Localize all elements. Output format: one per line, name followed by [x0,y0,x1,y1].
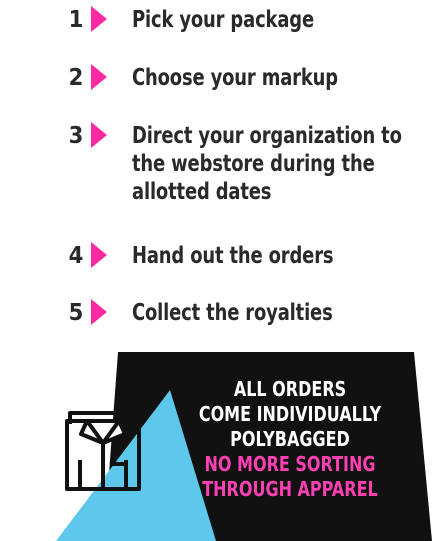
polybag-banner: ALL ORDERS COME INDIVIDUALLY POLYBAGGED … [0,352,432,541]
step-line: the webstore during the [132,151,375,177]
banner-highlight-line: THROUGH APPAREL [202,477,378,501]
step-line: Collect the royalties [132,300,333,326]
pink-arrow-icon [91,64,107,90]
banner-text: ALL ORDERS COME INDIVIDUALLY POLYBAGGED … [178,377,402,502]
pink-arrow-icon [91,6,107,32]
pink-arrow-icon [91,242,107,268]
step-number: 1 [68,7,84,33]
pink-arrow-icon [91,299,107,325]
step-text: Direct your organization to the webstore… [132,122,402,206]
folded-shirt-icon [65,411,141,491]
banner-line: POLYBAGGED [230,427,350,451]
step-text: Choose your markup [132,64,366,92]
banner-line: COME INDIVIDUALLY [198,402,382,426]
pink-arrow-icon [91,122,107,148]
step-line: allotted dates [132,179,272,205]
step-text: Collect the royalties [132,299,366,327]
step-text: Pick your package [132,6,366,34]
step-number: 2 [68,65,84,91]
step-number: 5 [68,300,84,326]
banner-line: ALL ORDERS [233,377,347,401]
step-line: Direct your organization to [132,123,402,149]
step-number: 4 [68,243,84,269]
banner-background [56,352,432,541]
step-text: Hand out the orders [132,242,366,270]
step-line: Choose your markup [132,65,338,91]
banner-highlight-line: NO MORE SORTING [204,452,376,476]
step-line: Pick your package [132,7,314,33]
step-number: 3 [68,123,84,149]
step-line: Hand out the orders [132,243,334,269]
